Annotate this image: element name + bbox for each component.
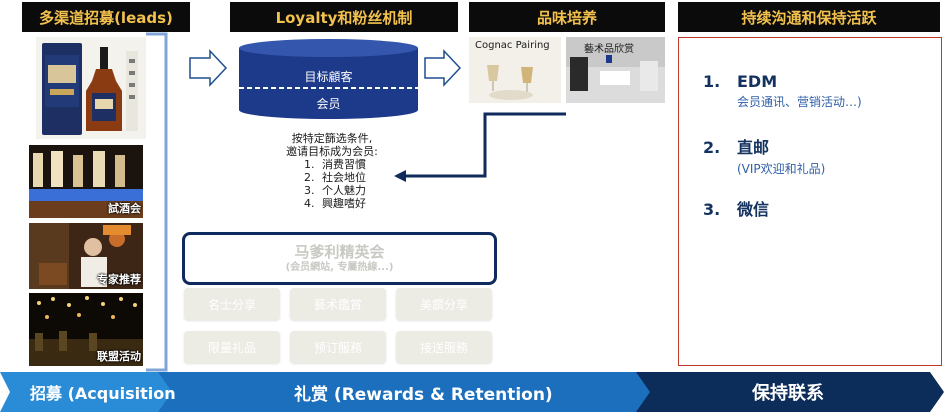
engage-item-edm: 1. EDM 会员通讯、营销活动…) [703,72,862,110]
elite-club-subtitle: (会员網站, 专屬热線...) [285,262,394,273]
expert-recommendation-label: 专家推荐 [97,273,141,286]
header-taste: 品味培养 [469,2,665,32]
tasting-event-photo: 試酒会 [29,145,143,218]
criteria-item: 4.興趣嗜好 [304,197,366,210]
header-loyalty: Loyalty和粉丝机制 [230,2,458,32]
engage-item-direct-mail: 2. 直邮 (VIP欢迎和礼品) [703,134,825,177]
alliance-event-photo: 联盟活动 [29,293,143,366]
cognac-pairing-label: Cognac Pairing [475,40,550,51]
elite-club-title: 马爹利精英会 [294,243,385,261]
engage-item-number: 3. [703,200,721,219]
gallery-illustration [566,37,665,103]
arrow-right-icon-2 [424,49,462,87]
perk-food-sharing: 美饌分享 [396,288,492,320]
header-engage: 持续沟通和保持活跃 [678,2,940,32]
perk-art-appreciation: 藝术鑑賞 [290,288,386,320]
engagement-box: 1. EDM 会员通讯、营销活动…) 2. 直邮 (VIP欢迎和礼品) 3. 微信 [678,37,942,366]
criteria-item: 3.个人魅力 [304,184,366,197]
cognac-pairing-photo: Cognac Pairing [469,37,561,103]
tasting-event-label: 試酒会 [108,202,141,215]
engage-item-subtitle: (VIP欢迎和礼品) [737,162,826,176]
criteria-intro-line2: 邀请目标成为会员: [286,145,378,158]
art-appreciation-label: 藝术品欣赏 [584,44,634,55]
bar-scene-illustration [29,145,143,218]
criteria-intro-line1: 按特定篩选条件, [291,132,373,145]
criteria-block: 按特定篩选条件, 邀请目标成为会员: 1.消费習慣 2.社会地位 3.个人魅力 … [270,132,394,210]
martell-bottle-image [36,37,146,139]
criteria-item: 1.消费習慣 [304,158,366,171]
criteria-list: 1.消费習慣 2.社会地位 3.个人魅力 4.興趣嗜好 [270,158,394,210]
arrow-right-icon [189,49,228,87]
band-keep-label: 保持联系 [752,383,824,404]
perk-limited-gifts: 限量礼品 [184,331,280,363]
cylinder-top-label: 目标顧客 [304,70,353,84]
alliance-event-label: 联盟活动 [97,350,141,363]
return-arrow-line [404,112,566,178]
cylinder-bottom-label: 会员 [316,97,341,111]
elite-club-box: 马爹利精英会 (会员網站, 专屬热線...) [182,232,497,285]
engage-item-title: EDM [737,72,778,91]
engage-item-title: 微信 [737,200,770,219]
engage-item-subtitle: 会员通讯、营销活动…) [737,95,862,109]
engage-item-wechat: 3. 微信 [703,196,769,220]
engage-item-title: 直邮 [737,138,770,157]
expert-scene-illustration [29,223,143,289]
perk-celebrity-sharing: 名士分享 [184,288,280,320]
engage-item-number: 1. [703,72,721,91]
perk-transfer-service: 接送服務 [396,331,492,363]
bracket-line [146,32,168,372]
arrow-left-icon [394,170,406,182]
night-event-illustration [29,293,143,366]
perk-booking-service: 预订服務 [290,331,386,363]
header-leads: 多渠道招募(leads) [22,2,190,32]
band-rewards-label: 礼赏 (Rewards & Retention) [294,384,553,405]
bottle-illustration [42,43,138,135]
art-appreciation-photo: 藝术品欣赏 [566,37,665,103]
expert-recommendation-photo: 专家推荐 [29,223,143,289]
engage-item-number: 2. [703,138,721,157]
cognac-pairing-illustration [469,37,561,103]
band-acquisition-label: 招募 (Acquisition [30,384,176,403]
criteria-item: 2.社会地位 [304,171,366,184]
